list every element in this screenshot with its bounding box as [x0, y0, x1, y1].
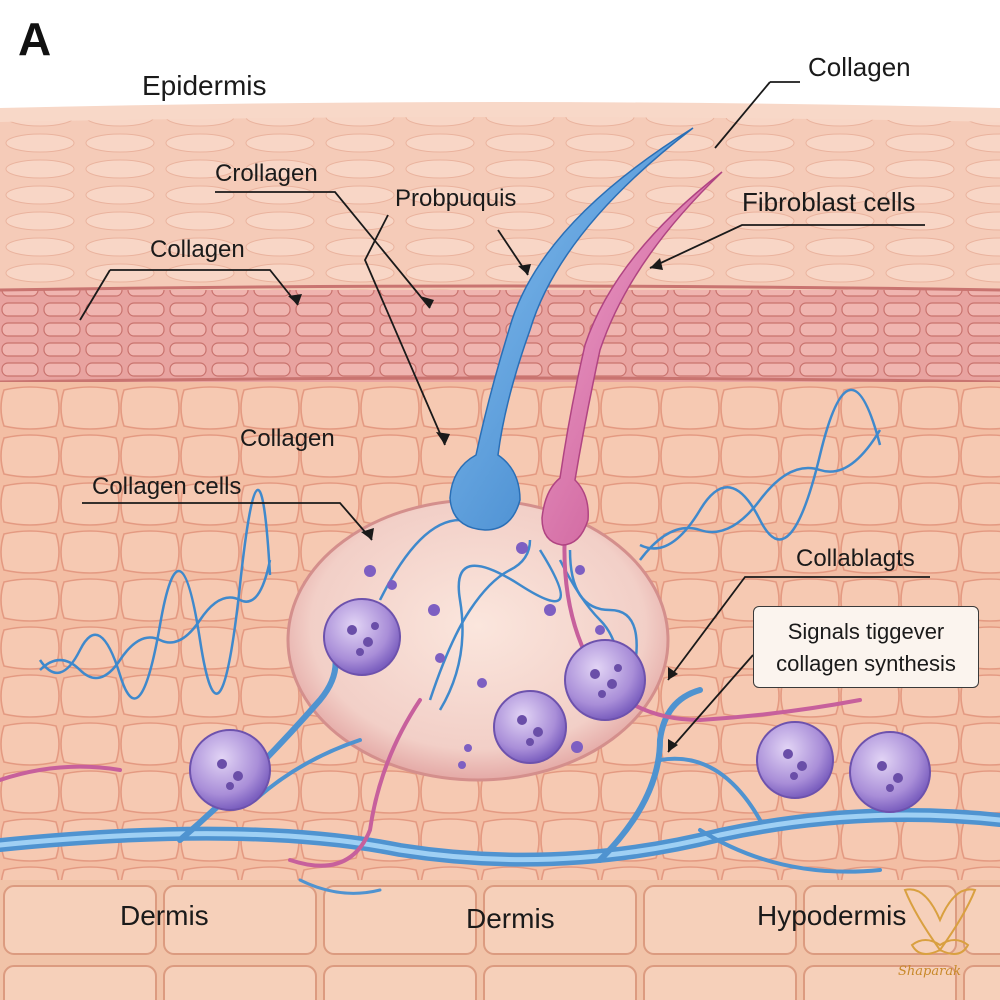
fibroblast-cells — [189, 598, 931, 813]
label-crollagen: Crollagen — [215, 160, 318, 187]
label-fibroblast-cells: Fibroblast cells — [742, 187, 916, 217]
pink-hair — [541, 171, 723, 546]
watermark-text: Shaparak — [898, 964, 961, 979]
label-dermis-center: Dermis — [466, 903, 555, 934]
label-collagen-cells: Collagen cells — [92, 473, 242, 500]
butterfly-logo — [903, 888, 977, 955]
epidermis-surface — [0, 108, 1000, 290]
panel-label: A — [18, 13, 52, 65]
leader-lines — [79, 81, 930, 753]
label-probpuquis: Probpuquis — [395, 185, 517, 212]
label-collagen-mid: Collagen — [240, 425, 335, 452]
callout-box: Signals tiggever collagen synthesis — [753, 606, 979, 688]
label-collagen-top-right: Collagen — [808, 52, 911, 82]
arrowheads — [288, 258, 678, 752]
callout-line-1: Signals tiggever — [787, 619, 945, 644]
callout-line-2: collagen synthesis — [776, 651, 956, 676]
label-epidermis: Epidermis — [142, 70, 267, 101]
label-dermis-left: Dermis — [120, 900, 209, 931]
blue-hair — [449, 127, 694, 531]
label-collagen-left: Collagen — [150, 236, 245, 263]
label-hypodermis: Hypodermis — [757, 900, 907, 931]
label-collablagts: Collablagts — [796, 545, 915, 572]
cell-nuclei — [217, 622, 903, 792]
pink-fibers — [0, 528, 862, 868]
hypodermis-blocks — [0, 880, 1000, 1000]
signal-dots — [364, 542, 605, 769]
